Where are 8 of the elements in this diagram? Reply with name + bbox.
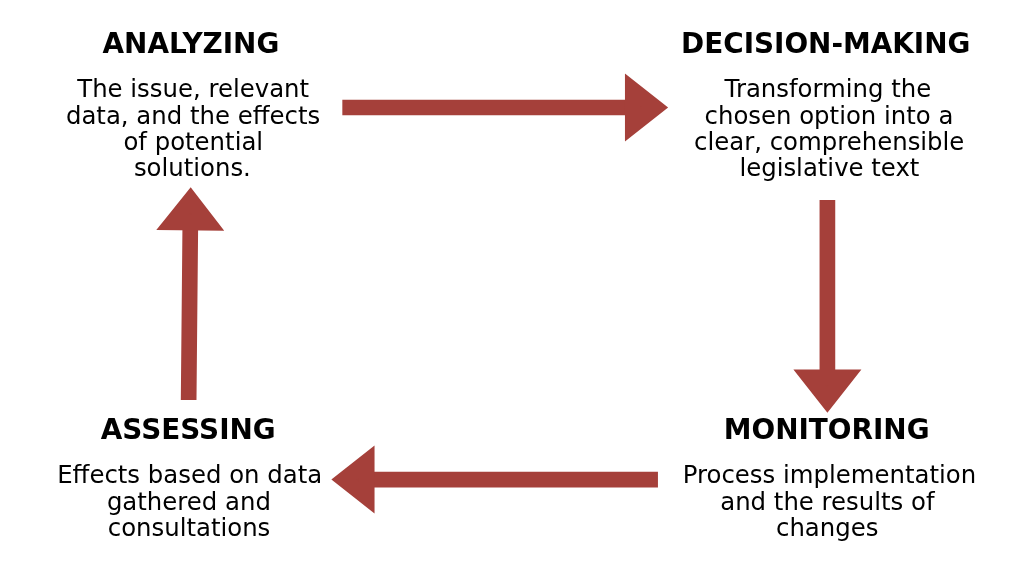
arrow (155, 187, 224, 401)
node-text: MONITORING Process implementation and the results of changes (682, 413, 976, 542)
arrow (341, 73, 668, 142)
node-text: ASSESSING Effects based on data gathered and consultations (56, 413, 322, 542)
node-text: DECISION-MAKING Transforming the chosen option into a clear, comprehensible legislative text (680, 27, 970, 182)
node-text: ANALYZING The issue, relevant data, and the effects of potential solutions. (65, 27, 320, 182)
arrow (330, 445, 658, 514)
arrow (792, 199, 861, 413)
